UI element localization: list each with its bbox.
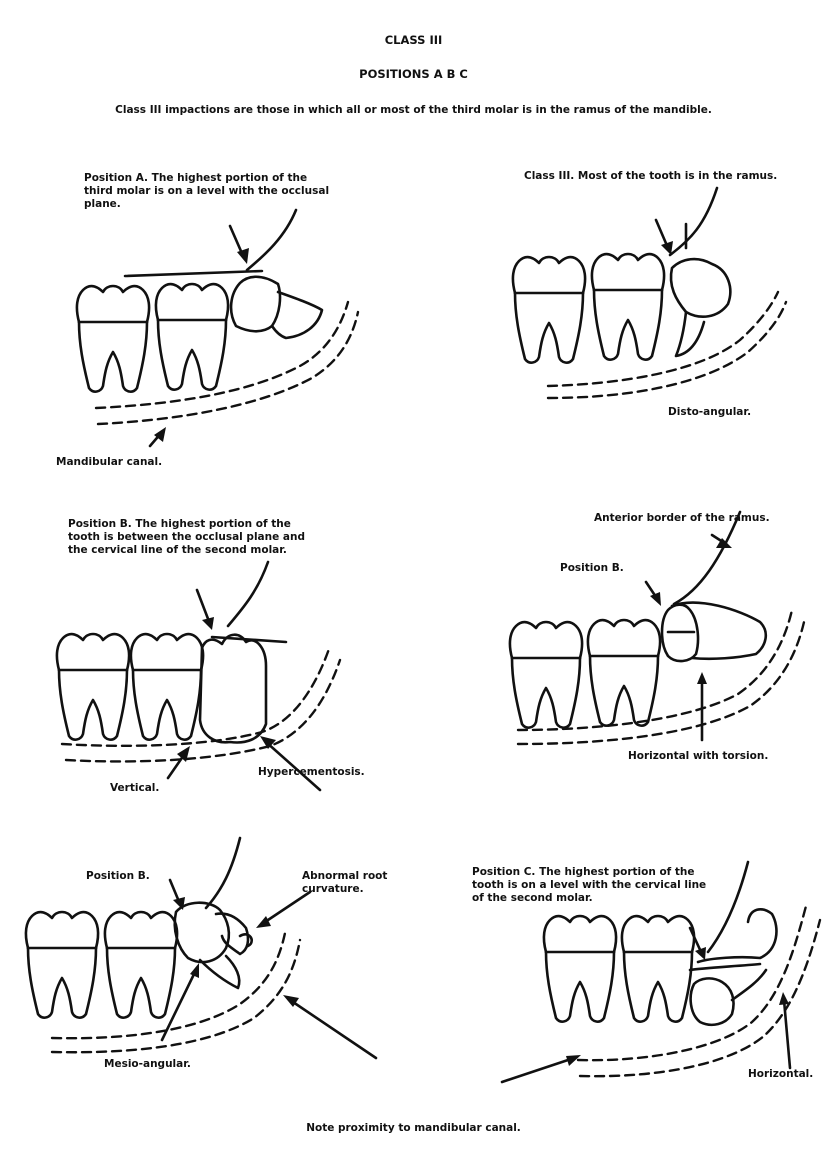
panel-f-type-label: Horizontal. — [748, 1068, 813, 1081]
footer-note: Note proximity to mandibular canal. — [0, 1122, 827, 1135]
panel-d-position-label: Position B. — [560, 562, 624, 575]
panel-c-type-label: Vertical. — [110, 782, 159, 795]
panel-d-drawing — [510, 512, 804, 744]
panel-c-caption: Position B. The highest portion of the t… — [68, 518, 305, 557]
panel-c-note-label: Hypercementosis. — [258, 766, 365, 779]
panel-c-drawing — [57, 562, 340, 790]
panel-b-type-label: Disto-angular. — [668, 406, 751, 419]
panel-d-border-label: Anterior border of the ramus. — [594, 512, 770, 525]
panel-b-drawing — [513, 188, 786, 398]
panel-d-type-label: Horizontal with torsion. — [628, 750, 768, 763]
panel-b-caption: Class III. Most of the tooth is in the r… — [524, 170, 777, 183]
panel-a-caption: Position A. The highest portion of the t… — [84, 172, 329, 211]
panel-e-note-label: Abnormal root curvature. — [302, 870, 387, 896]
panel-e-type-label: Mesio-angular. — [104, 1058, 191, 1071]
panel-a-drawing — [77, 210, 358, 446]
panel-a-canal-label: Mandibular canal. — [56, 456, 162, 469]
panel-f-caption: Position C. The highest portion of the t… — [472, 866, 706, 905]
panel-e-position-label: Position B. — [86, 870, 150, 883]
